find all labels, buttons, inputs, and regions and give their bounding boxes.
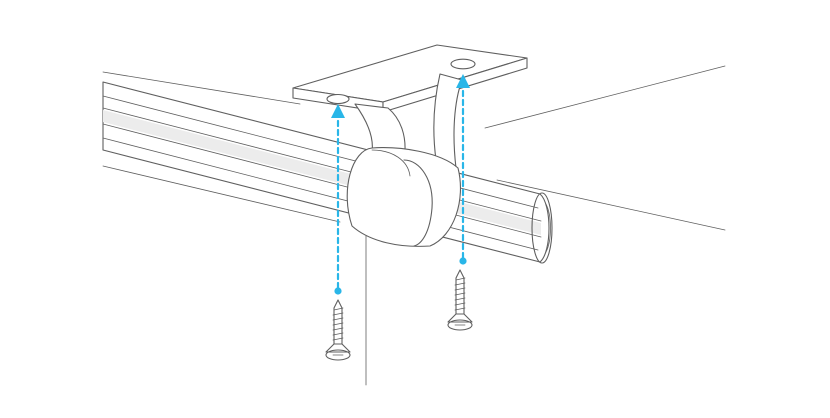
guide-dot [334,287,342,295]
mounting-plate [292,44,528,113]
guide-left [331,104,345,295]
bracket-stems [354,73,463,169]
screw-hole-left [326,93,350,105]
rod-end-cap [531,192,553,264]
screw-hole-right [450,58,476,70]
arrow-up-icon [456,74,470,88]
guide-dot [459,257,467,265]
ceiling-lines [102,65,726,386]
arrow-up-icon [331,104,345,118]
screw-icon [325,299,351,361]
screw-icon [447,269,473,331]
bracket-ring [346,147,462,247]
guide-right [456,74,470,265]
rod [102,81,553,264]
